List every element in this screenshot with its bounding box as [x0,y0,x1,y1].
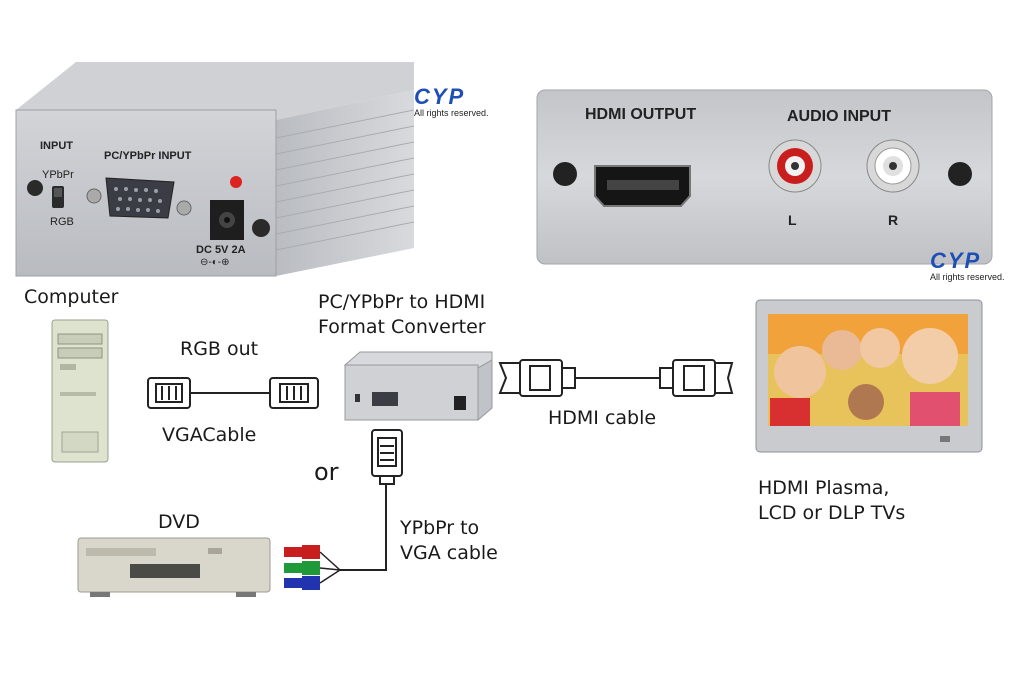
vga-connector-left-icon [147,377,191,409]
logo-mark: CYP [414,84,466,109]
rca-plug-red-icon [284,545,320,559]
front-port-label: PC/YPbPr INPUT [104,150,192,162]
front-switch-top-label: YPbPr [42,169,74,181]
logo-rights: All rights reserved. [414,108,489,118]
front-panel-drawing [15,62,415,277]
ypbpr-cable-label-line1: YPbPr to [400,517,480,539]
converter-small-icon [343,351,493,422]
front-input-label: INPUT [40,140,73,152]
ypbpr-cable-line [340,484,387,571]
converter-rear-panel [535,88,995,266]
cyp-logo-rear: CYP All rights reserved. [930,250,1014,284]
hdmi-cable-label: HDMI cable [548,407,657,429]
converter-label-line1: PC/YPbPr to HDMI [318,291,486,313]
converter-front-panel [14,58,415,278]
computer-label: Computer [24,286,119,308]
rear-right-label: R [888,212,899,228]
cyp-logo-front: CYP All rights reserved. [414,86,498,120]
rear-panel-drawing [536,89,993,265]
front-power-symbol: ⊖-◐-⊕ [200,257,230,268]
logo-rights: All rights reserved. [930,272,1005,282]
dvd-player-icon [77,537,271,597]
front-switch-bottom-label: RGB [50,216,74,228]
vga-connector-right-icon [269,377,319,409]
rgb-out-label: RGB out [180,338,259,360]
rear-hdmi-label: HDMI OUTPUT [585,106,697,123]
ypbpr-cable-label-line2: VGA cable [400,542,498,564]
tv-icon [755,299,983,453]
computer-tower-icon [51,319,109,463]
or-label: or [314,458,339,486]
hdmi-connector-left-icon [498,359,576,397]
dvd-label: DVD [158,511,200,533]
rca-plug-blue-icon [284,576,320,590]
rca-plug-green-icon [284,561,320,575]
tv-label-line1: HDMI Plasma, [758,477,890,499]
rear-left-label: L [788,212,797,228]
tv-label-line2: LCD or DLP TVs [758,502,906,524]
rear-audio-label: AUDIO INPUT [787,108,891,125]
vga-cable-label: VGACable [162,424,257,446]
vga-connector-vertical-icon [371,429,403,485]
logo-mark: CYP [930,248,982,273]
hdmi-connector-right-icon [659,359,734,397]
converter-label-line2: Format Converter [318,316,486,338]
front-power-label: DC 5V 2A [196,244,246,256]
